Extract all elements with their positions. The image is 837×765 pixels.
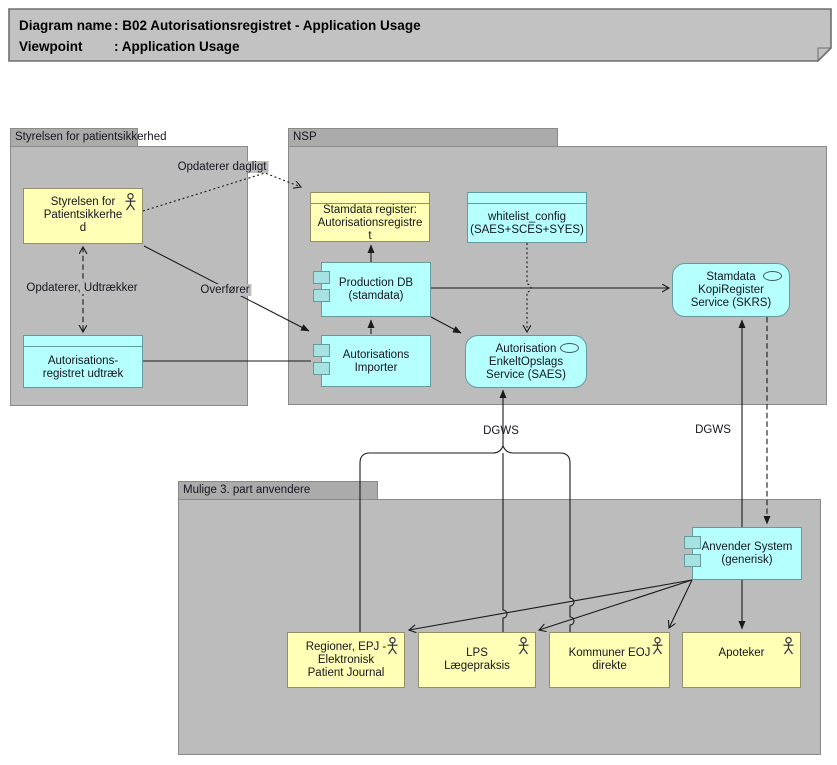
- business-actor-icon: [387, 637, 398, 655]
- application-service-icon: [560, 343, 579, 353]
- business-actor-icon: [652, 637, 663, 655]
- node-styrelsen-for-patientsikkerhed[interactable]: Styrelsen for Patientsikkerhe d: [23, 188, 143, 244]
- node-stamdata-register[interactable]: Stamdata register: Autorisationsregistre…: [310, 192, 430, 242]
- component-icon: [684, 554, 701, 567]
- diagram-title-note: Diagram name: B02 Autorisationsregistret…: [19, 15, 421, 57]
- connector-proddb-saes: [430, 316, 462, 334]
- node-production-db[interactable]: Production DB (stamdata): [313, 262, 431, 317]
- connector-anvender-lps: [539, 579, 693, 630]
- note-line-viewpoint: Viewpoint: Application Usage: [19, 39, 240, 54]
- node-whitelist-config[interactable]: whitelist_config (SAES+SCES+SYES): [467, 192, 587, 243]
- connector-whitelist-saes: [527, 243, 532, 332]
- group-nsp-tab[interactable]: NSP: [288, 128, 558, 147]
- business-actor-icon: [125, 193, 136, 211]
- component-icon: [313, 344, 330, 357]
- data-object-band: [311, 203, 429, 204]
- edge-label-opdaterer-dagligt: Opdaterer dagligt: [175, 161, 269, 173]
- edge-label-dgws-skrs: DGWS: [695, 424, 731, 436]
- component-icon: [313, 362, 330, 375]
- note-line-diagram-name: Diagram name: B02 Autorisationsregistret…: [19, 18, 421, 33]
- node-autorisations-importer[interactable]: Autorisations Importer: [313, 335, 431, 387]
- connector-anvender-kommuner: [669, 579, 693, 628]
- business-actor-icon: [518, 637, 529, 655]
- component-icon: [313, 289, 330, 302]
- node-kommuner-eoj[interactable]: Kommuner EOJ direkte: [549, 632, 670, 688]
- group-mulige-tab[interactable]: Mulige 3. part anvendere: [178, 481, 378, 500]
- data-object-band: [24, 346, 142, 347]
- edge-label-dgws-saes: DGWS: [483, 425, 519, 437]
- note-shape: [8, 8, 832, 62]
- node-regioner-epj[interactable]: Regioner, EPJ - Elektronisk Patient Jour…: [287, 632, 405, 688]
- connector-opdaterer-dagligt: [142, 172, 301, 212]
- component-icon: [313, 271, 330, 284]
- component-icon: [684, 536, 701, 549]
- connector-anvender-regioner: [409, 579, 693, 630]
- connector-lps-saes-stem: [502, 453, 508, 632]
- application-service-icon: [763, 271, 782, 281]
- node-skrs-service[interactable]: Stamdata KopiRegister Service (SKRS): [672, 263, 790, 317]
- data-object-band: [468, 203, 586, 204]
- business-actor-icon: [783, 637, 794, 655]
- edge-label-overfoerer: Overfører: [198, 284, 252, 296]
- node-lps-laegepraksis[interactable]: LPS Lægepraksis: [418, 632, 536, 688]
- connector-consumers-brace: [359, 444, 575, 632]
- node-saes-service[interactable]: Autorisation EnkeltOpslags Service (SAES…: [465, 335, 587, 388]
- edge-label-opdaterer-udtraekker: Opdaterer, Udtrækker: [24, 282, 140, 294]
- node-autorisationsregistret-udtraek[interactable]: Autorisations- registret udtræk: [23, 335, 143, 388]
- node-anvender-system[interactable]: Anvender System (generisk): [684, 527, 802, 580]
- node-apoteker[interactable]: Apoteker: [682, 632, 801, 688]
